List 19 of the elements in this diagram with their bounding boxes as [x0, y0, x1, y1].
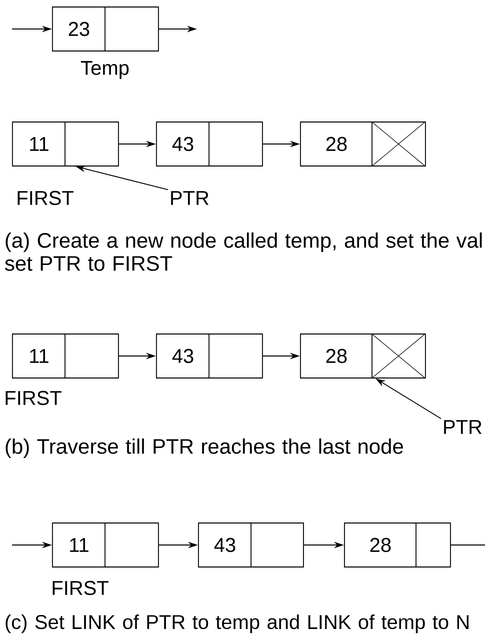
node-caption: FIRST: [6, 390, 62, 406]
list-node: 43: [156, 122, 263, 166]
list-node: 43: [156, 334, 263, 378]
pointer-label: PTR: [171, 191, 209, 205]
step-caption: (c) Set LINK of PTR to temp and LINK of temp to N: [6, 614, 468, 634]
pointer-label: PTR: [444, 420, 482, 434]
list-node: 43: [198, 522, 304, 568]
list-node: 11: [12, 334, 119, 378]
list-node: 23: [52, 6, 159, 52]
node-caption: FIRST: [18, 190, 74, 206]
node-caption: FIRST: [52, 580, 108, 596]
list-node: 11: [52, 522, 159, 568]
list-node: 28: [300, 122, 426, 166]
list-node: 28: [300, 334, 426, 378]
list-node: 11: [12, 122, 119, 166]
step-caption: (a) Create a new node called temp, and set the val set PTR to FIRST: [5, 232, 482, 271]
node-caption: Temp: [81, 61, 129, 79]
step-caption: (b) Traverse till PTR reaches the last node: [6, 438, 403, 458]
list-node: 28: [344, 522, 451, 568]
